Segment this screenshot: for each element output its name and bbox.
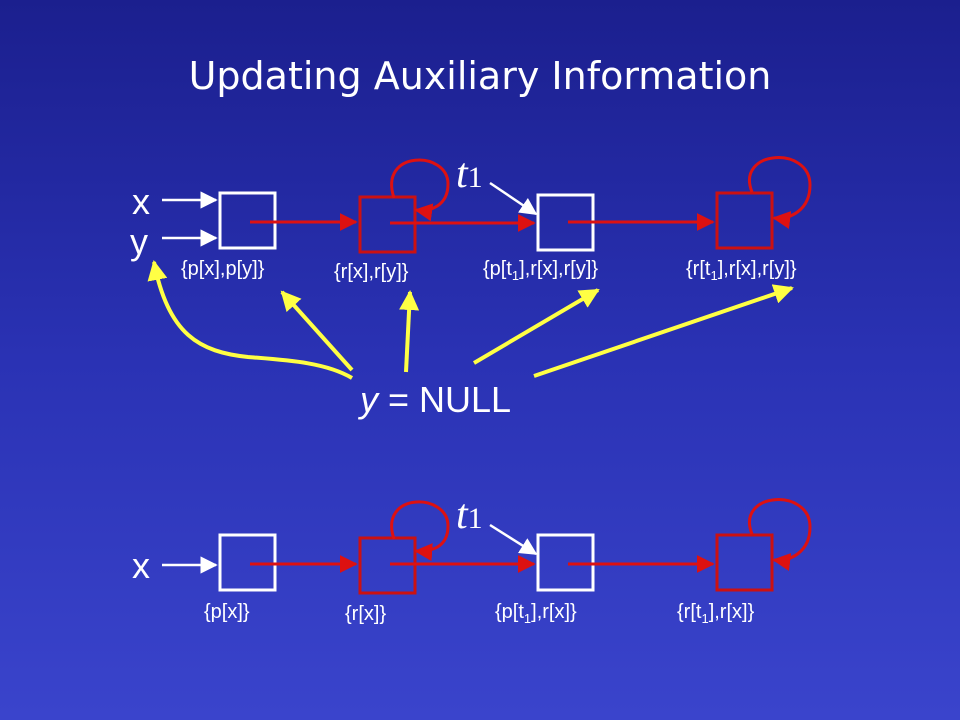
yellow-arrow-to-label-3 [472,288,600,365]
node-4-top [715,191,774,250]
node-4-bottom [715,533,774,592]
self-loop-node-2-bottom [390,500,450,562]
null-effect-arrows [147,260,794,380]
label-node-1-top: {p[x],p[y]} [181,258,265,280]
bottom-diagram: x t1 {p[x]} {r[x]} {p[t1],r[x]} {r[t1],r… [132,492,812,626]
var-x-top: x [132,181,150,222]
label-node-2-top: {r[x],r[y]} [334,261,409,283]
var-y-top: y [130,221,148,262]
yellow-arrow-to-label-1 [280,290,354,372]
label-node-4-bottom: {r[t1],r[x]} [677,601,755,626]
t1-pointer-arrow-bottom [489,523,538,556]
top-diagram: x y t1 {p[x],p[y]} {r[x],r[y]} {p[t1],r[… [130,151,812,283]
var-x-bottom: x [132,545,150,586]
self-loop-node-4-top [748,156,812,229]
self-loop-node-2-top [390,158,450,222]
null-assignment-statement: y = NULL [357,379,511,420]
label-node-4-top: {r[t1],r[x],r[y]} [686,258,797,283]
t1-pointer-arrow-top [489,181,538,216]
self-loop-node-4-bottom [748,498,812,571]
label-node-3-bottom: {p[t1],r[x]} [495,601,577,626]
label-node-3-top: {p[t1],r[x],r[y]} [483,258,598,283]
yellow-arrow-to-label-2 [399,290,420,373]
yellow-arrow-to-label-4 [533,284,794,378]
yellow-arrow-to-y [147,260,354,380]
t1-label-bottom: t1 [456,492,483,538]
t1-label-top: t1 [456,151,483,197]
slide-title: Updating Auxiliary Information [188,54,772,98]
label-node-1-bottom: {p[x]} [204,601,250,623]
label-node-2-bottom: {r[x]} [345,603,386,625]
